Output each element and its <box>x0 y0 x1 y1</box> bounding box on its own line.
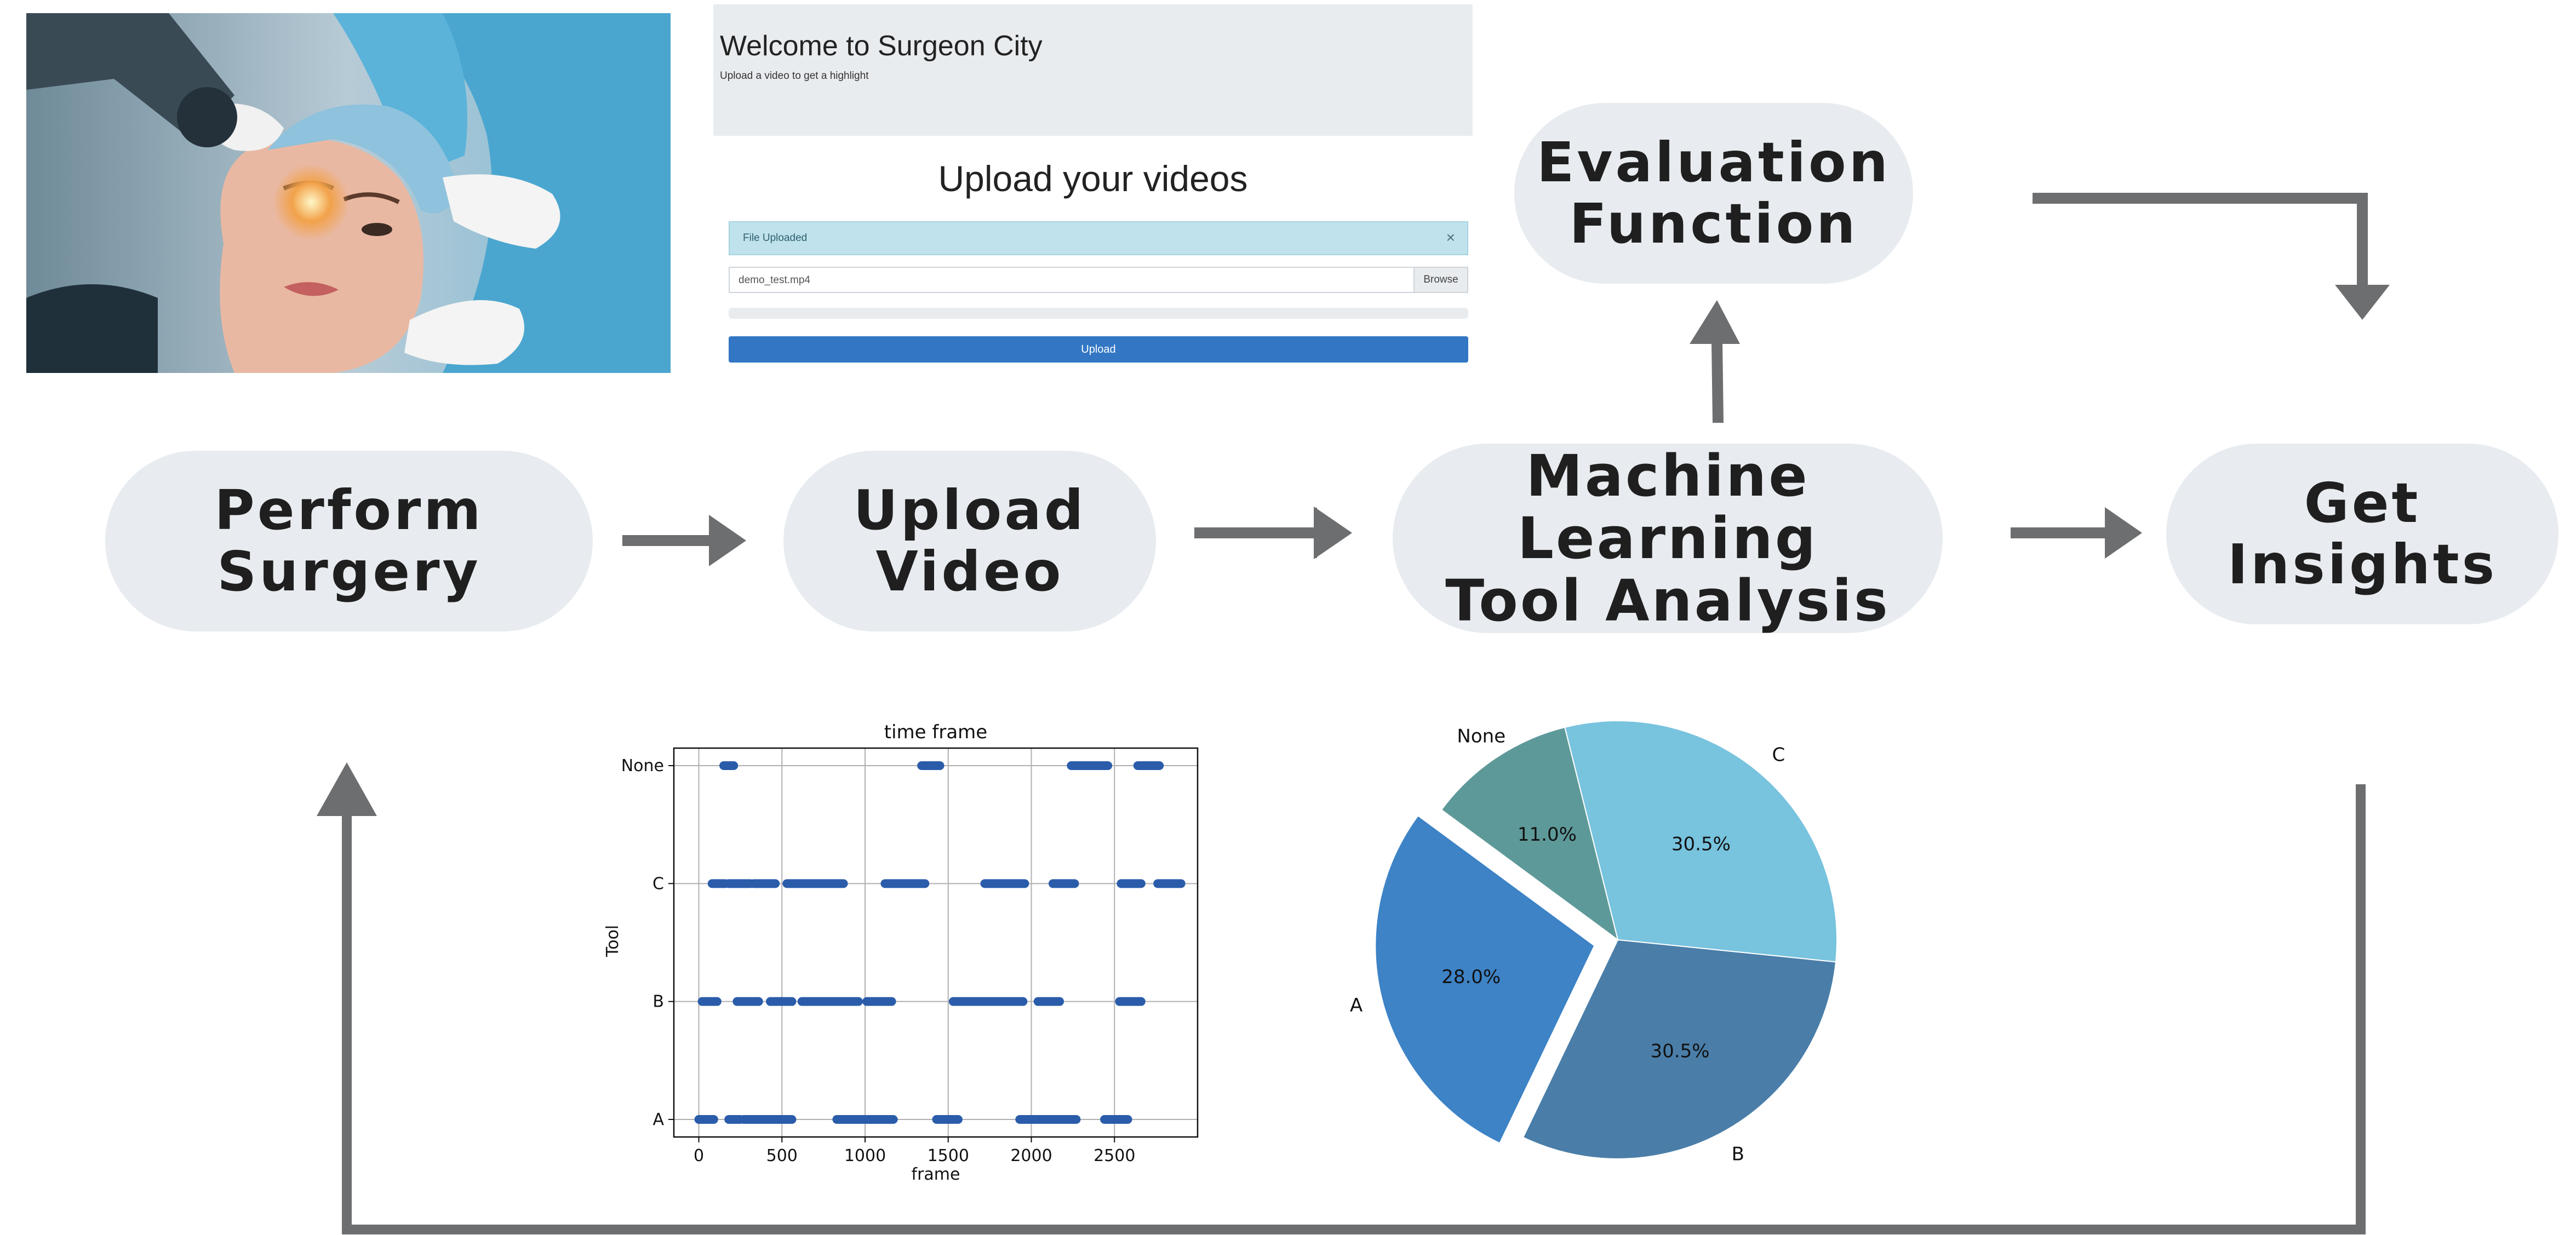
x-tick-label: 500 <box>766 1146 798 1165</box>
scatter-points-run <box>1015 1115 1081 1124</box>
upload-progress-bar <box>729 308 1468 319</box>
scatter-points-run <box>1133 761 1164 770</box>
file-input[interactable]: demo_test.mp4 <box>729 267 1415 293</box>
x-tick-label: 0 <box>694 1146 704 1165</box>
scatter-points-run <box>1048 879 1079 888</box>
arrow-ml-to-insights-head <box>2105 507 2142 559</box>
x-tick-label: 2000 <box>1010 1146 1052 1165</box>
arrow-feedback-down <box>2356 784 2366 1234</box>
pie-value-label: 11.0% <box>1518 824 1577 846</box>
scatter-points-run <box>719 761 739 770</box>
upload-alert: File Uploaded × <box>729 221 1468 255</box>
pie-value-label: 28.0% <box>1441 966 1501 988</box>
x-tick-label: 1500 <box>928 1146 969 1165</box>
scatter-points-run <box>948 997 1028 1006</box>
pie-category-label: C <box>1772 744 1785 766</box>
scatter-points-run <box>1033 997 1064 1006</box>
scatter-points-run <box>832 1115 898 1124</box>
node-ml-tool-analysis: Machine Learning Tool Analysis <box>1393 444 1943 633</box>
surgery-photo <box>26 13 671 373</box>
scatter-points-run <box>1100 1115 1132 1124</box>
arrow-eval-to-insights-head <box>2335 285 2390 320</box>
x-axis-label: frame <box>912 1165 960 1184</box>
scatter-points-run <box>1067 761 1113 770</box>
node-perform-surgery: Perform Surgery <box>105 451 593 631</box>
welcome-title: Welcome to Surgeon City <box>720 30 1043 62</box>
arrow-eval-to-insights-h <box>2033 193 2368 204</box>
arrow-perform-to-upload-head <box>709 515 746 566</box>
y-tick-label: B <box>652 992 664 1012</box>
arrow-ml-to-eval-head <box>1690 300 1740 344</box>
scatter-points-run <box>724 879 755 888</box>
node-upload-video: Upload Video <box>783 451 1156 631</box>
scatter-points-run <box>1117 879 1146 888</box>
close-icon[interactable]: × <box>1446 229 1455 246</box>
scatter-points-run <box>980 879 1029 888</box>
welcome-banner: Welcome to Surgeon City Upload a video t… <box>713 4 1473 136</box>
scatter-points-run <box>697 997 722 1006</box>
arrow-perform-to-upload <box>622 535 711 546</box>
arrow-ml-to-insights <box>2011 527 2107 538</box>
browse-button[interactable]: Browse <box>1413 267 1468 293</box>
scatter-points-run <box>1115 997 1146 1006</box>
scatter-points-run <box>1153 879 1186 888</box>
arrow-feedback-up <box>342 811 352 1234</box>
y-tick-label: C <box>652 874 664 893</box>
file-name: demo_test.mp4 <box>739 274 810 286</box>
y-tick-label: A <box>652 1110 664 1129</box>
scatter-points-run <box>797 997 863 1006</box>
y-tick-label: None <box>621 756 664 776</box>
pie-slice-none <box>1440 726 1619 941</box>
arrow-upload-to-ml <box>1194 527 1316 538</box>
scatter-points-run <box>917 761 944 770</box>
scatter-points-run <box>932 1115 963 1124</box>
pie-value-label: 30.5% <box>1651 1040 1710 1062</box>
arrow-feedback-bottom <box>342 1225 2366 1234</box>
plot-frame <box>673 747 1199 1138</box>
scatter-points-run <box>707 879 730 888</box>
scatter-points-run <box>782 879 848 888</box>
scatter-points-run <box>880 879 930 888</box>
pie-slice-c <box>1564 720 1837 963</box>
scatter-points-run <box>766 997 797 1006</box>
scatter-points-run <box>739 1115 797 1124</box>
scatter-points-run <box>694 1115 718 1124</box>
pie-slice-a <box>1375 814 1595 1144</box>
upload-heading: Upload your videos <box>938 158 1248 199</box>
pie-value-label: 30.5% <box>1671 834 1731 855</box>
arrow-eval-to-insights-v <box>2357 193 2368 289</box>
pie-category-label: B <box>1732 1144 1744 1165</box>
scatter-points-run <box>862 997 896 1006</box>
scatter-points-run <box>732 997 763 1006</box>
x-tick-label: 2500 <box>1094 1146 1135 1165</box>
pie-category-label: None <box>1457 726 1505 748</box>
y-axis-label: Tool <box>603 925 622 957</box>
arrow-upload-to-ml-tip <box>1314 507 1352 559</box>
x-tick-label: 1000 <box>844 1146 886 1165</box>
pie-category-label: A <box>1350 995 1363 1016</box>
upload-button[interactable]: Upload <box>729 336 1468 363</box>
arrow-feedback-head <box>317 762 377 816</box>
welcome-subtitle: Upload a video to get a highlight <box>720 70 869 82</box>
chart-title: time frame <box>884 721 987 743</box>
node-evaluation-function: Evaluation Function <box>1514 103 1913 284</box>
scatter-points-run <box>724 1115 745 1124</box>
node-get-insights: Get Insights <box>2166 444 2558 624</box>
alert-text: File Uploaded <box>743 232 808 244</box>
scatter-points-run <box>749 879 780 888</box>
arrow-ml-to-eval-line <box>1711 342 1724 423</box>
pie-slice-b <box>1522 939 1837 1159</box>
